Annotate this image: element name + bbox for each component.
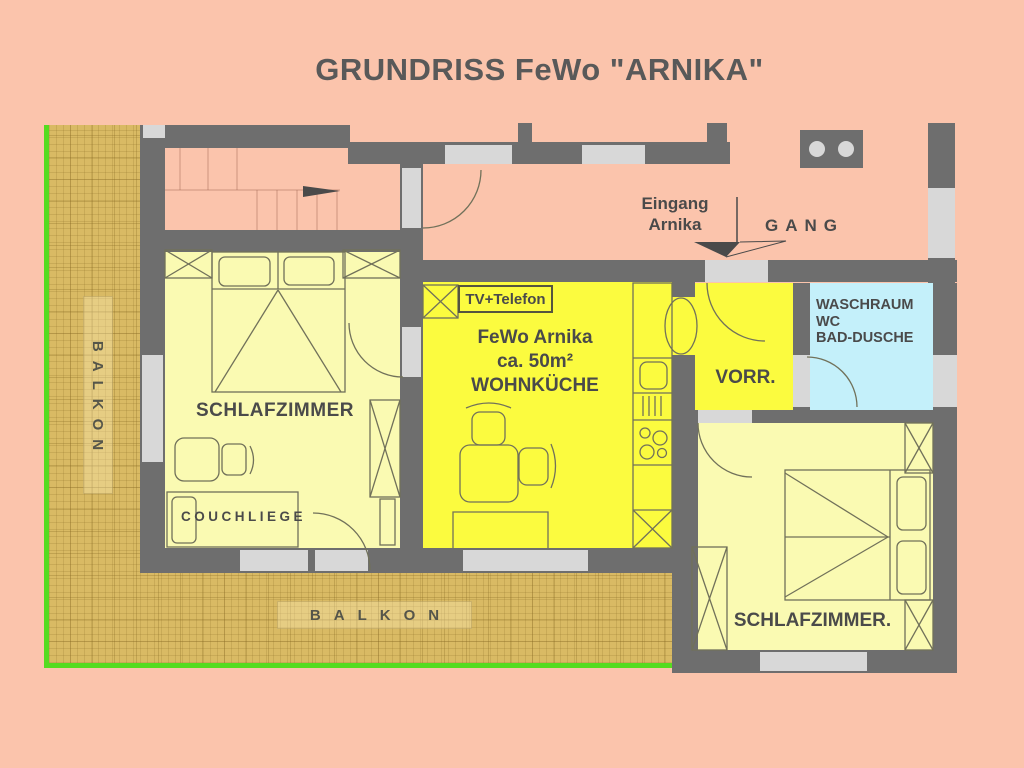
door-opening-bedroom-right bbox=[698, 410, 752, 423]
door-opening-bedroom-left bbox=[402, 327, 421, 377]
wall-bedroom-right-left bbox=[672, 417, 698, 673]
tv-telefon-label: TV+Telefon bbox=[458, 285, 553, 313]
entrance-label-line1: Eingang bbox=[641, 194, 709, 213]
appliance-body bbox=[800, 130, 863, 168]
door-opening-bathroom bbox=[793, 355, 810, 407]
corridor-label: GANG bbox=[765, 216, 844, 235]
balcony-left-label-box: BALKON bbox=[83, 296, 113, 494]
kitchen-label-line1: FeWo Arnika bbox=[477, 327, 593, 348]
wall-bedroom-left-top bbox=[140, 230, 423, 252]
entrance-door-swing bbox=[725, 240, 787, 258]
balcony-bottom bbox=[49, 573, 672, 663]
window-top-left bbox=[143, 125, 165, 138]
wall-right-lower bbox=[933, 283, 957, 673]
kitchen-label-line3: WOHNKÜCHE bbox=[471, 375, 599, 396]
appliance-unit bbox=[800, 130, 863, 168]
wall-top-stairs bbox=[140, 125, 350, 148]
window-bathroom bbox=[933, 355, 957, 407]
entrance-label: Eingang Arnika bbox=[620, 193, 730, 235]
wall-left bbox=[140, 125, 165, 573]
entrance-arrow-icon bbox=[694, 242, 740, 257]
bedroom-right-label: SCHLAFZIMMER. bbox=[733, 610, 892, 631]
kitchen-label: FeWo Arnika ca. 50m² WOHNKÜCHE bbox=[435, 326, 635, 398]
page-title: GRUNDRISS FeWo "ARNIKA" bbox=[315, 52, 764, 87]
balcony-left-label: BALKON bbox=[89, 340, 107, 459]
door-arc-stairs bbox=[422, 169, 482, 229]
wall-bottom-main bbox=[140, 548, 695, 573]
window-bedroom-left-bottom bbox=[240, 550, 308, 571]
window-corridor-2 bbox=[582, 145, 645, 164]
bedroom-left-label: SCHLAFZIMMER bbox=[196, 400, 354, 421]
kitchen-floor bbox=[423, 282, 672, 548]
vorraum-floor bbox=[695, 283, 793, 410]
balcony-edge-bottom bbox=[44, 663, 672, 668]
balcony-edge-left bbox=[44, 125, 49, 668]
couch-label: COUCHLIEGE bbox=[181, 509, 307, 524]
bathroom-label: WASCHRAUM WC BAD-DUSCHE bbox=[816, 297, 913, 347]
window-corridor-1 bbox=[445, 145, 512, 164]
appliance-knob-icon bbox=[838, 141, 854, 157]
wall-pillar bbox=[707, 123, 727, 143]
door-opening-balcony bbox=[315, 550, 368, 571]
wall-pillar bbox=[518, 123, 532, 143]
window-corridor-right bbox=[928, 188, 955, 258]
vorraum-label: VORR. bbox=[715, 367, 776, 388]
balcony-bottom-label-box: BALKON bbox=[277, 601, 472, 629]
bathroom-label-line3: BAD-DUSCHE bbox=[816, 330, 914, 346]
bathroom-label-line1: WASCHRAUM bbox=[816, 297, 914, 313]
window-bedroom-left bbox=[142, 355, 163, 462]
bathroom-label-line2: WC bbox=[816, 313, 841, 330]
stairs bbox=[165, 148, 340, 230]
stair-direction-arrow-icon bbox=[303, 186, 340, 197]
kitchen-label-line2: ca. 50m² bbox=[496, 351, 574, 372]
window-bedroom-right-bottom bbox=[760, 652, 867, 671]
door-opening-kitchen-vorraum bbox=[672, 297, 695, 355]
appliance-knob-icon bbox=[809, 141, 825, 157]
door-opening-stairs bbox=[402, 168, 421, 228]
window-kitchen-bottom bbox=[463, 550, 588, 571]
door-opening-entrance bbox=[705, 260, 768, 282]
entrance-label-line2: Arnika bbox=[648, 215, 702, 234]
balcony-bottom-label: BALKON bbox=[309, 606, 453, 624]
